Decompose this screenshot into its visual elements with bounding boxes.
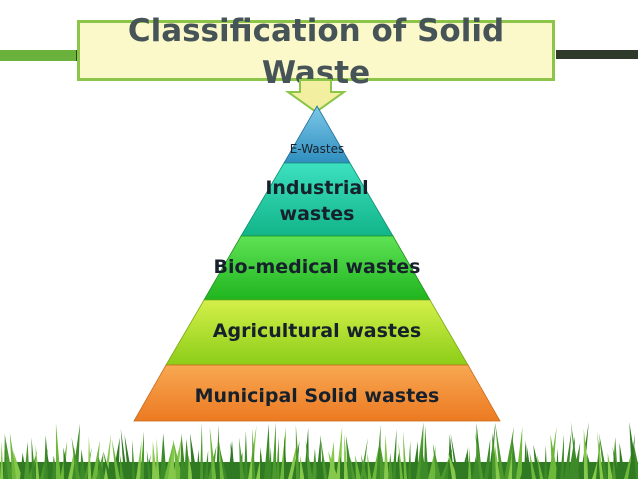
tier-label-municipal: Municipal Solid wastes <box>194 385 440 407</box>
tier-label-agricultural: Agricultural wastes <box>212 320 422 342</box>
tier-label-industrial: Industrial wastes <box>265 177 369 225</box>
tier-label-e-wastes: E-Wastes <box>289 142 345 156</box>
down-arrow-icon <box>284 79 348 114</box>
decor-stripe-right <box>556 50 638 59</box>
decor-stripe-left <box>0 50 76 61</box>
tier-label-bio-medical: Bio-medical wastes <box>213 256 421 278</box>
title-box <box>77 20 555 81</box>
page-title: Classification of Solid Waste <box>127 13 505 91</box>
pyramid-tier-municipal <box>133 364 501 422</box>
grass-strip <box>0 421 638 479</box>
